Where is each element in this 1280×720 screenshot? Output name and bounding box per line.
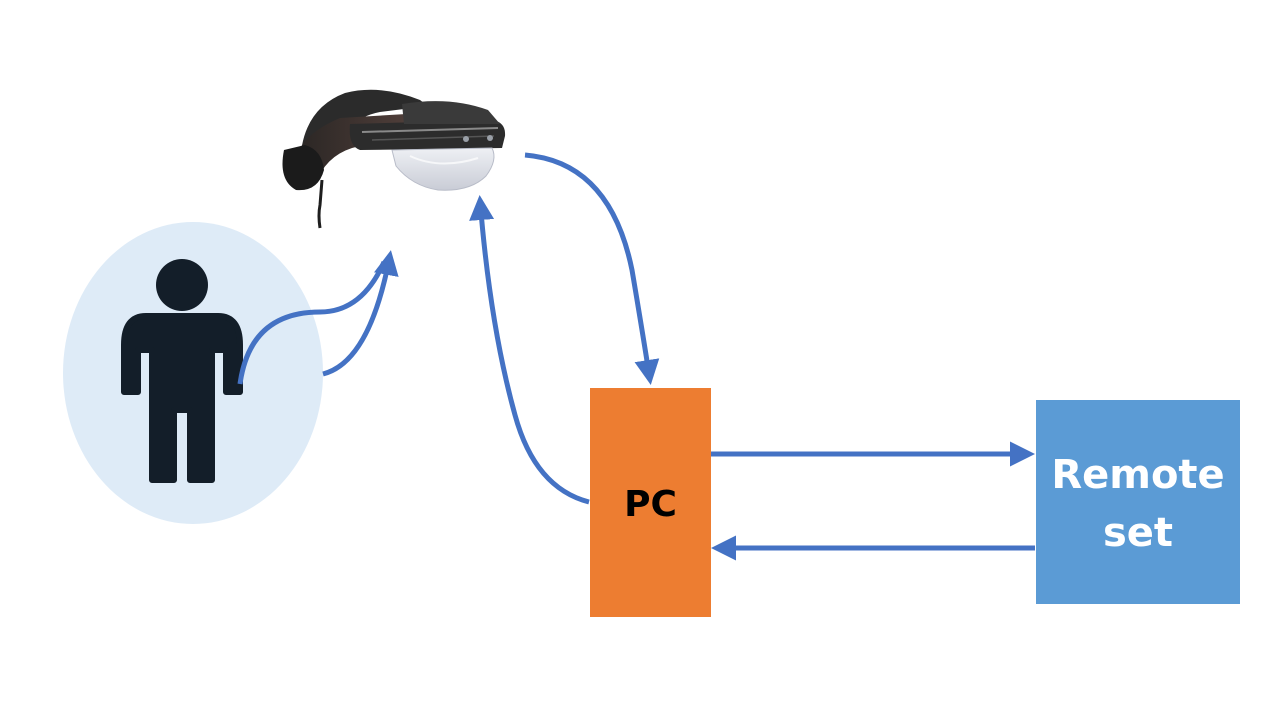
arrow-pc-to-headset [469, 195, 590, 505]
person-icon [121, 259, 243, 483]
ar-headset-icon [282, 89, 506, 229]
arrow-user-to-headset-a [237, 260, 387, 385]
remote-set-label-line1: Remote [1051, 452, 1224, 498]
connections [237, 152, 1035, 561]
pc-node: PC [590, 388, 711, 617]
pc-label: PC [624, 484, 677, 525]
remote-set-label-line2: set [1103, 510, 1173, 556]
arrow-user-to-headset [322, 250, 399, 377]
pc-box [590, 388, 711, 617]
remote-set-node: Remote set [1036, 400, 1240, 604]
user-node [63, 222, 323, 524]
arrow-headset-to-pc [524, 152, 660, 385]
remote-set-box [1036, 400, 1240, 604]
